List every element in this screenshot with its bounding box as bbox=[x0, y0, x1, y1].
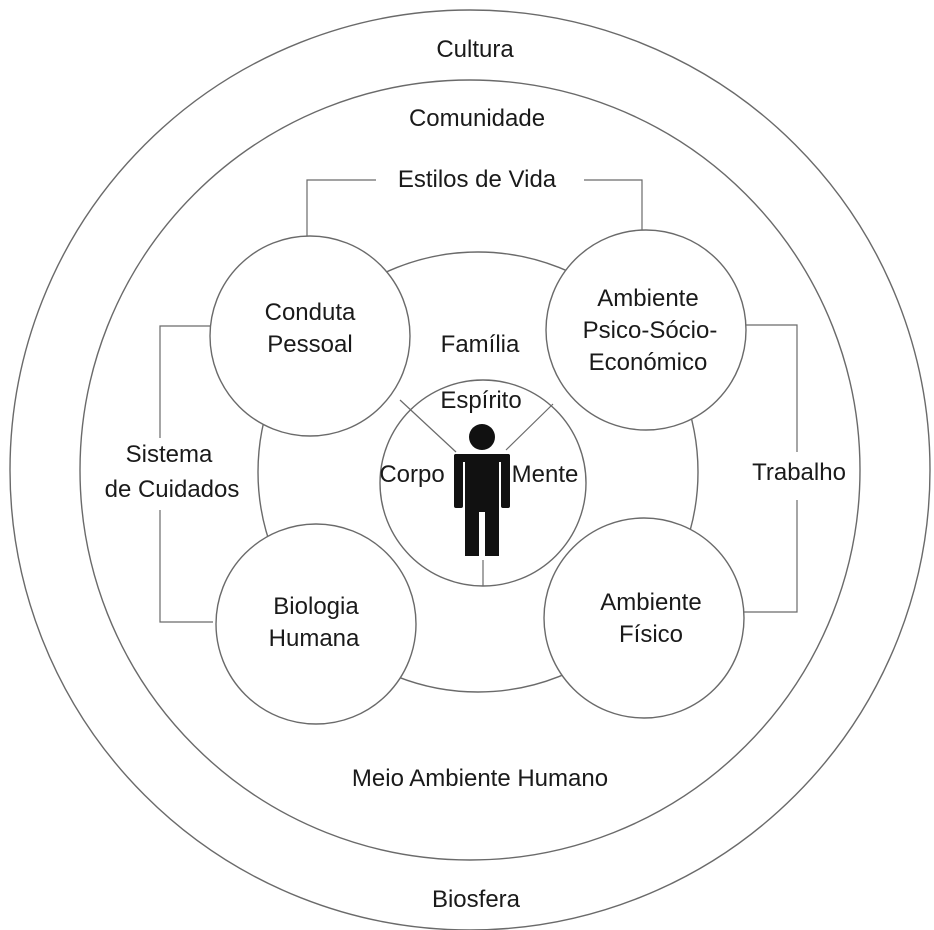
culture-label: Cultura bbox=[436, 36, 514, 63]
human-biology-label-line2: Humana bbox=[269, 625, 360, 652]
physical-environment-circle bbox=[543, 517, 745, 719]
care-system-connector-bottom bbox=[159, 510, 213, 623]
culture-ring bbox=[9, 9, 931, 930]
lifestyles-label: Estilos de Vida bbox=[398, 166, 557, 193]
care-system-label-line1: Sistema bbox=[126, 441, 213, 468]
family-ring bbox=[257, 251, 699, 693]
psycho-socio-economic-label-line1: Ambiente bbox=[597, 285, 698, 312]
person-icon bbox=[454, 424, 510, 556]
lifestyles-connector-left bbox=[306, 179, 382, 260]
psycho-socio-economic-label-line2: Psico-Sócio- bbox=[583, 317, 718, 344]
body-label: Corpo bbox=[379, 461, 444, 488]
mind-label: Mente bbox=[512, 461, 579, 488]
human-biology-label-line1: Biologia bbox=[273, 593, 359, 620]
spirit-label: Espírito bbox=[440, 387, 521, 414]
human-biology-circle bbox=[215, 523, 417, 725]
family-label: Família bbox=[441, 331, 520, 358]
personal-conduct-label-line1: Conduta bbox=[265, 299, 356, 326]
human-environment-label: Meio Ambiente Humano bbox=[352, 765, 608, 792]
psycho-socio-economic-circle bbox=[545, 229, 747, 431]
physical-environment-label-line1: Ambiente bbox=[600, 589, 701, 616]
biosphere-label-bg bbox=[414, 882, 538, 916]
work-connector-top bbox=[745, 324, 798, 452]
work-label: Trabalho bbox=[752, 459, 846, 486]
care-system-label-line2: de Cuidados bbox=[105, 476, 240, 503]
personal-conduct-circle bbox=[209, 235, 411, 437]
psycho-socio-economic-label-line3: Económico bbox=[589, 349, 708, 376]
physical-environment-label-line2: Físico bbox=[619, 621, 683, 648]
care-system-connector-top bbox=[159, 325, 213, 438]
spoke-upper-right bbox=[505, 403, 554, 451]
biosphere-label: Biosfera bbox=[432, 886, 521, 913]
personal-conduct-label-line2: Pessoal bbox=[267, 331, 352, 358]
lifestyles-label-bg bbox=[376, 162, 584, 194]
community-label: Comunidade bbox=[409, 105, 545, 132]
work-connector-bottom bbox=[738, 500, 798, 613]
spoke-upper-left bbox=[399, 399, 457, 453]
community-ring bbox=[79, 79, 861, 861]
